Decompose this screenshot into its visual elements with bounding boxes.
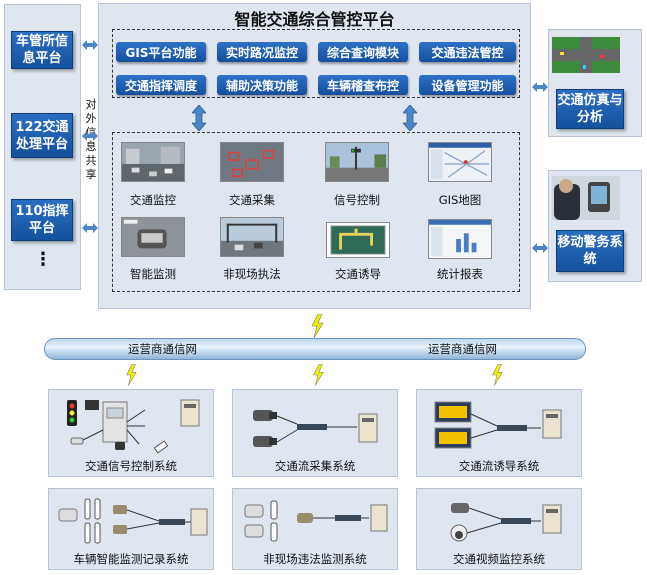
lightning-icon [313,364,324,386]
subsystem-vehicle-detection[interactable]: 车辆智能监测记录系统 [48,488,214,570]
vehicle-admin-platform[interactable]: 车管所信息平台 [11,31,73,69]
network-label-right: 运营商通信网 [428,342,497,356]
modules-group [112,29,520,98]
lightning-icon [311,314,324,338]
video-devices-icon [450,503,562,542]
subsystem-signal-control[interactable]: 交通信号控制系统 [48,389,214,477]
apps-group [112,132,520,292]
app-label-gis-map: GIS地图 [438,193,482,207]
app-label-offsite-enforcement: 非现场执法 [223,267,281,281]
mobile-police-box[interactable]: 移动警务系统 [556,230,624,272]
traffic-simulation-box[interactable]: 交通仿真与分析 [556,89,624,129]
app-label-traffic-monitoring: 交通监控 [130,193,176,207]
app-label-signal-control: 信号控制 [334,193,380,207]
signal-devices-icon [67,399,200,454]
camera-switch-server-icon [253,410,378,447]
traffic-monitoring-image [121,142,185,182]
module-command-dispatch[interactable]: 交通指挥调度 [116,75,206,95]
carrier-network-pipe [44,338,586,360]
smart-detection-image [121,217,185,257]
up-down-arrow-icon [192,105,206,131]
app-label-statistics-report: 统计报表 [437,267,483,281]
subsystem-traffic-guidance[interactable]: 交通流诱导系统 [416,389,582,477]
lightning-icon [126,364,137,386]
lightning-icon [492,364,503,386]
subsystem-label-traffic-collection: 交通流采集系统 [274,459,356,473]
app-label-traffic-collection: 交通采集 [229,193,275,207]
detection-devices-icon [58,498,208,544]
subsystem-offsite-violation[interactable]: 非现场违法监测系统 [232,488,398,570]
simulation-image [552,37,620,73]
left-right-arrow-icon [82,131,98,141]
subsystem-traffic-collection[interactable]: 交通流采集系统 [232,389,398,477]
module-query[interactable]: 综合查询模块 [318,42,408,62]
module-decision-support[interactable]: 辅助决策功能 [217,75,307,95]
up-down-arrow-icon [403,105,417,131]
traffic-guidance-image [326,222,390,258]
subsystem-label-offsite-violation: 非现场违法监测系统 [263,552,367,566]
module-vehicle-inspection[interactable]: 车辆稽查布控 [318,75,408,95]
module-device-management[interactable]: 设备管理功能 [419,75,516,95]
guidance-screen-icon [434,401,562,449]
module-violation-control[interactable]: 交通违法管控 [419,42,516,62]
app-label-traffic-guidance: 交通诱导 [335,267,381,281]
subsystem-label-traffic-guidance: 交通流诱导系统 [458,459,540,473]
110-platform[interactable]: 110指挥平台 [11,199,73,241]
subsystem-video-surveillance[interactable]: 交通视频监控系统 [416,488,582,570]
left-right-arrow-icon [532,243,548,253]
module-realtime-traffic[interactable]: 实时路况监控 [217,42,307,62]
122-platform[interactable]: 122交通处理平台 [11,113,73,158]
left-right-arrow-icon [532,82,548,92]
left-right-arrow-icon [82,40,98,50]
more-indicator: ⋮ [34,249,52,270]
violation-devices-icon [244,500,388,542]
mobile-police-image [552,176,620,220]
statistics-report-image [428,219,492,259]
network-label-left: 运营商通信网 [128,342,197,356]
subsystem-label-signal-control: 交通信号控制系统 [85,459,177,473]
traffic-collection-image [220,142,284,182]
platform-title: 智能交通综合管控平台 [234,10,395,29]
app-label-smart-detection: 智能监测 [130,267,176,281]
subsystem-label-video-surveillance: 交通视频监控系统 [453,552,545,566]
offsite-enforcement-image [220,217,284,257]
gis-map-image [428,142,492,182]
left-right-arrow-icon [82,223,98,233]
subsystem-label-vehicle-detection: 车辆智能监测记录系统 [73,552,189,566]
external-share-label: 对外信息共享 [85,98,97,181]
module-gis[interactable]: GIS平台功能 [116,42,206,62]
signal-control-image [325,142,389,182]
